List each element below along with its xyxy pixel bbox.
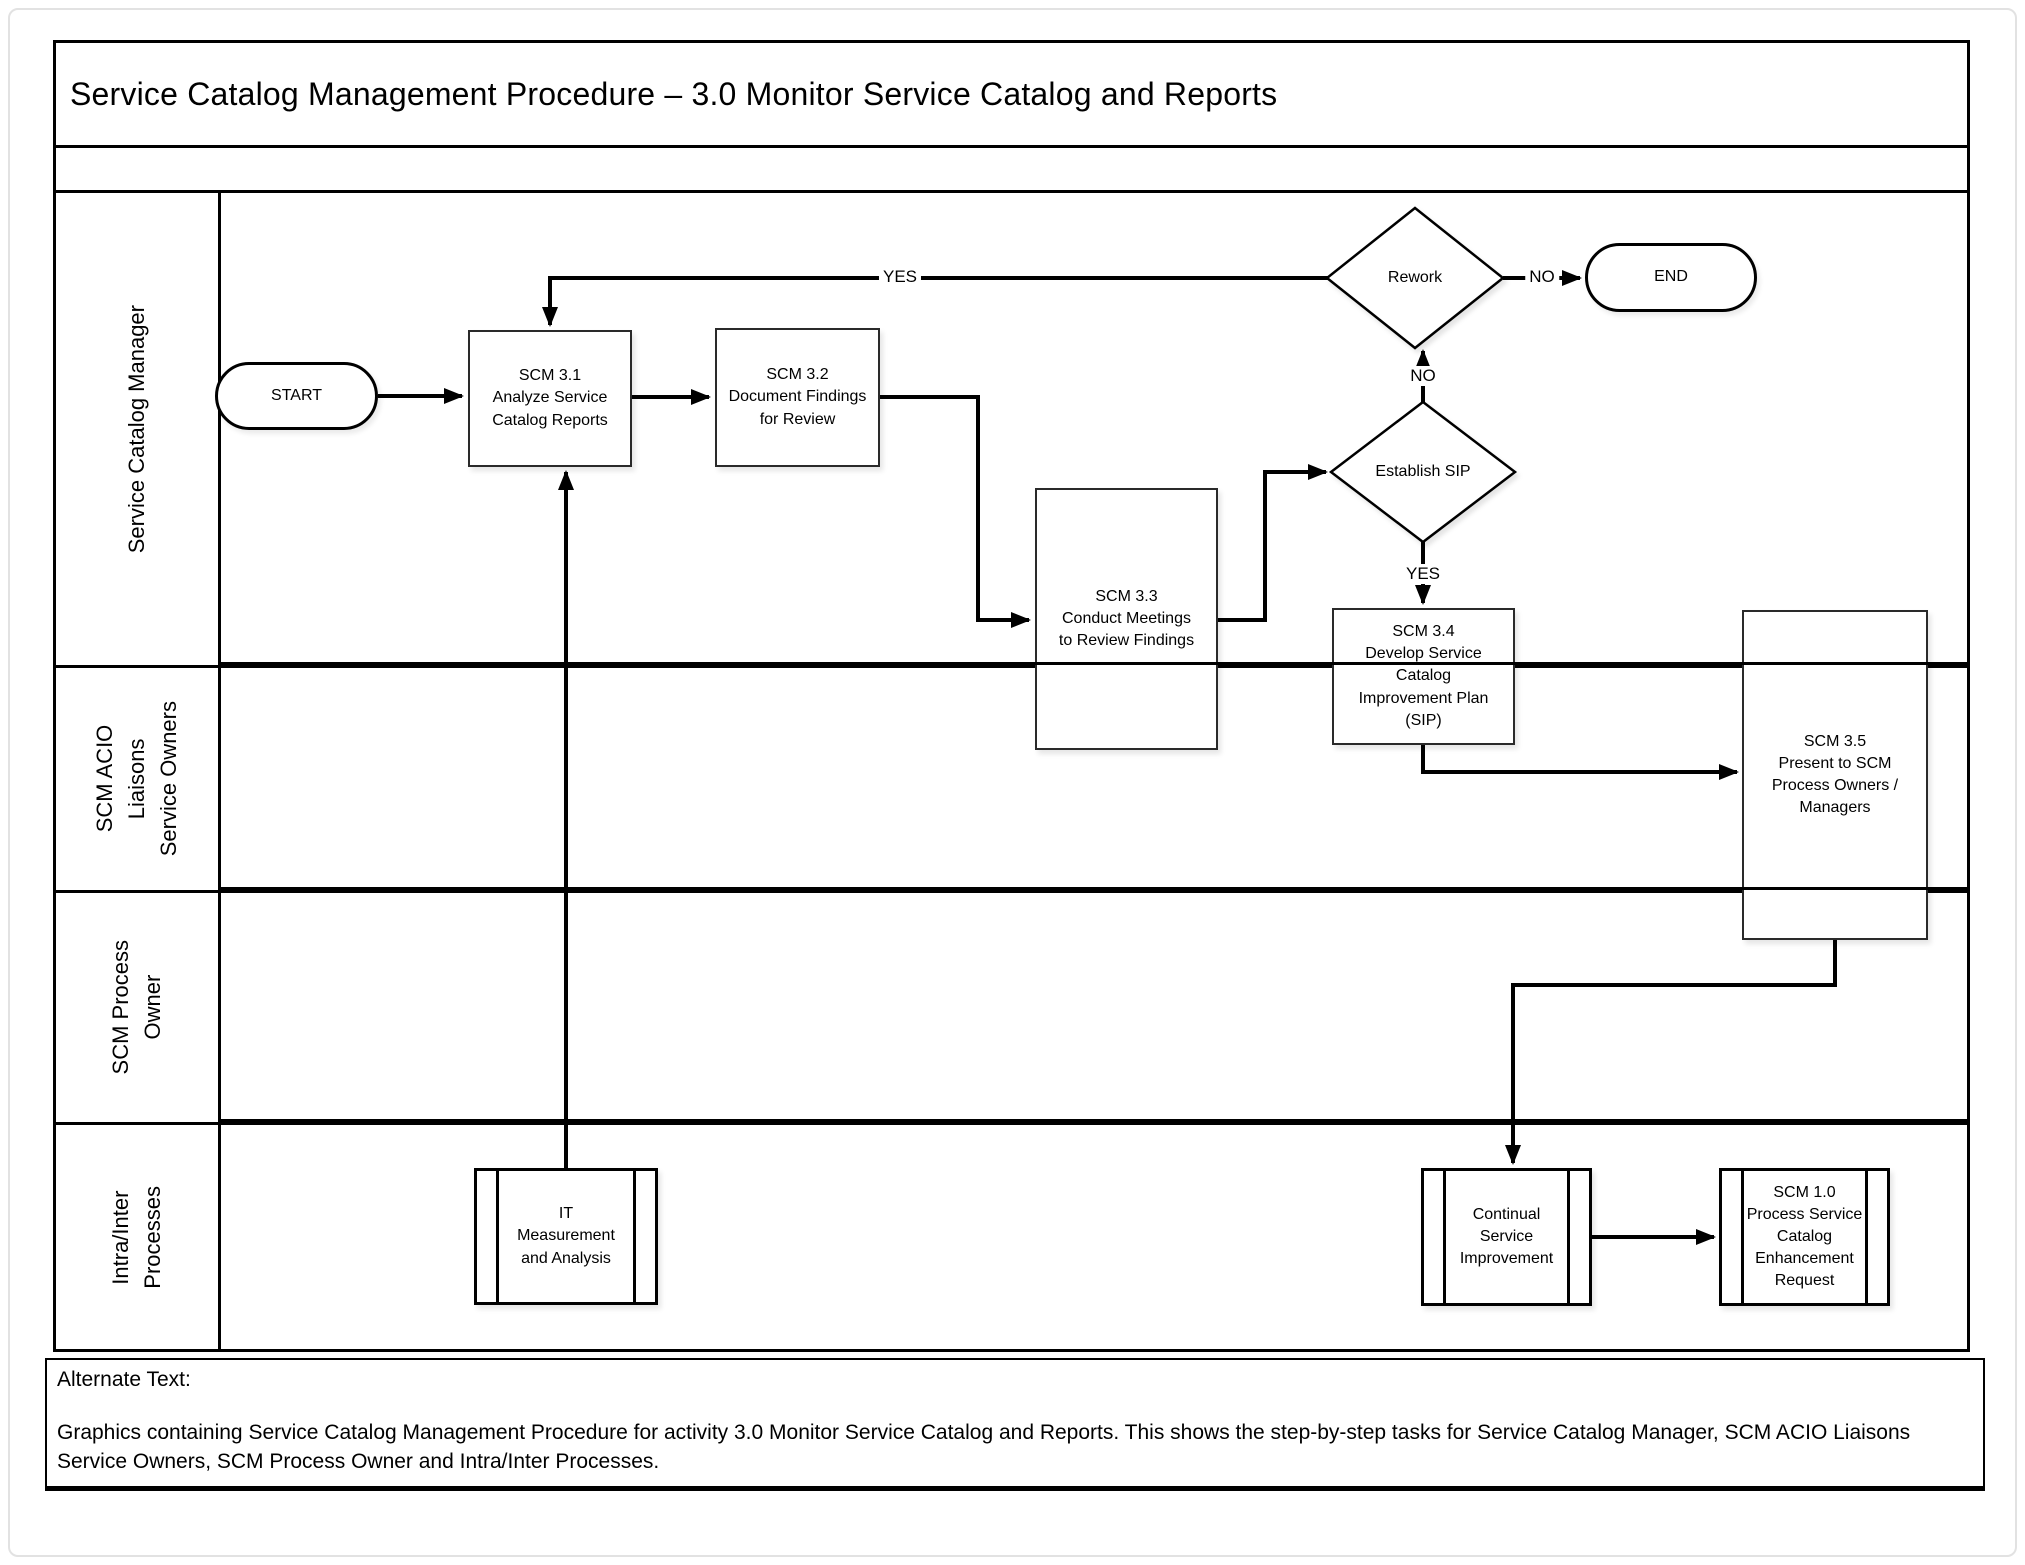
task-scm-3-3: SCM 3.3 Conduct Meetings to Review Findi… bbox=[1035, 488, 1218, 750]
lane-scm-acio-liaisons: SCM ACIO Liaisons Service Owners bbox=[56, 668, 1967, 893]
edge-label-establish-sip-no: NO bbox=[1406, 366, 1440, 386]
connector-scm32-to-scm33 bbox=[880, 395, 1031, 628]
lane-label-cell: Service Catalog Manager bbox=[56, 193, 221, 665]
subprocess-scm-1-0-label: SCM 1.0 Process Service Catalog Enhancem… bbox=[1746, 1183, 1863, 1290]
start-label: START bbox=[271, 386, 322, 404]
connector-scm35-to-continual-service-improvement bbox=[1505, 940, 1837, 1165]
alternate-text-heading: Alternate Text: bbox=[57, 1368, 191, 1391]
alternate-text-box: Alternate Text: Graphics containing Serv… bbox=[45, 1358, 1985, 1491]
edge-label-rework-yes: YES bbox=[878, 267, 922, 287]
start-terminator: START bbox=[215, 362, 378, 430]
task-scm-3-1-label: SCM 3.1 Analyze Service Catalog Reports bbox=[492, 367, 608, 429]
connector-scm33-to-establish-sip bbox=[1218, 464, 1328, 622]
header-spacer-row bbox=[56, 148, 1967, 193]
lane-intra-inter-processes: Intra/Inter Processes bbox=[56, 1125, 1967, 1349]
lane-label-cell: Intra/Inter Processes bbox=[56, 1125, 221, 1349]
end-terminator: END bbox=[1585, 243, 1757, 312]
decision-rework-label: Rework bbox=[1387, 269, 1443, 286]
task-scm-3-4: SCM 3.4 Develop Service Catalog Improvem… bbox=[1332, 608, 1515, 745]
task-scm-3-3-label: SCM 3.3 Conduct Meetings to Review Findi… bbox=[1058, 587, 1195, 650]
lane-label-cell: SCM Process Owner bbox=[56, 893, 221, 1122]
lane-service-catalog-manager: Service Catalog Manager bbox=[56, 193, 1967, 668]
decision-establish-sip-shape bbox=[1328, 400, 1518, 544]
connector-rework-yes-to-scm31 bbox=[542, 276, 1328, 327]
subprocess-continual-service-improvement: Continual Service Improvement bbox=[1421, 1168, 1592, 1306]
edge-label-establish-sip-yes: YES bbox=[1401, 564, 1445, 584]
task-scm-3-4-label: SCM 3.4 Develop Service Catalog Improvem… bbox=[1358, 623, 1489, 729]
diagram-title: Service Catalog Management Procedure – 3… bbox=[70, 75, 1278, 112]
alternate-text-body: Graphics containing Service Catalog Mana… bbox=[57, 1421, 1911, 1473]
subprocess-csi-label: Continual Service Improvement bbox=[1459, 1205, 1554, 1268]
task-scm-3-5: SCM 3.5 Present to SCM Process Owners / … bbox=[1742, 610, 1928, 940]
lane-scm-process-owner: SCM Process Owner bbox=[56, 893, 1967, 1125]
task-scm-3-2-label: SCM 3.2 Document Findings for Review bbox=[728, 366, 867, 428]
connector-scm34-to-scm35 bbox=[1421, 745, 1739, 780]
lane-label-cell: SCM ACIO Liaisons Service Owners bbox=[56, 668, 221, 890]
end-label: END bbox=[1654, 268, 1688, 286]
task-scm-3-1: SCM 3.1 Analyze Service Catalog Reports bbox=[468, 330, 632, 467]
subprocess-it-measurement-label: IT Measurement and Analysis bbox=[517, 1205, 615, 1267]
task-scm-3-2: SCM 3.2 Document Findings for Review bbox=[715, 328, 880, 467]
decision-rework-shape bbox=[1324, 206, 1506, 350]
subprocess-scm-1-0: SCM 1.0 Process Service Catalog Enhancem… bbox=[1719, 1168, 1890, 1306]
subprocess-it-measurement: IT Measurement and Analysis bbox=[474, 1168, 658, 1305]
edge-label-rework-no: NO bbox=[1525, 267, 1559, 287]
task-scm-3-5-label: SCM 3.5 Present to SCM Process Owners / … bbox=[1771, 732, 1899, 817]
diagram-title-bar: Service Catalog Management Procedure – 3… bbox=[56, 43, 1967, 148]
decision-establish-sip-label: Establish SIP bbox=[1375, 463, 1471, 480]
